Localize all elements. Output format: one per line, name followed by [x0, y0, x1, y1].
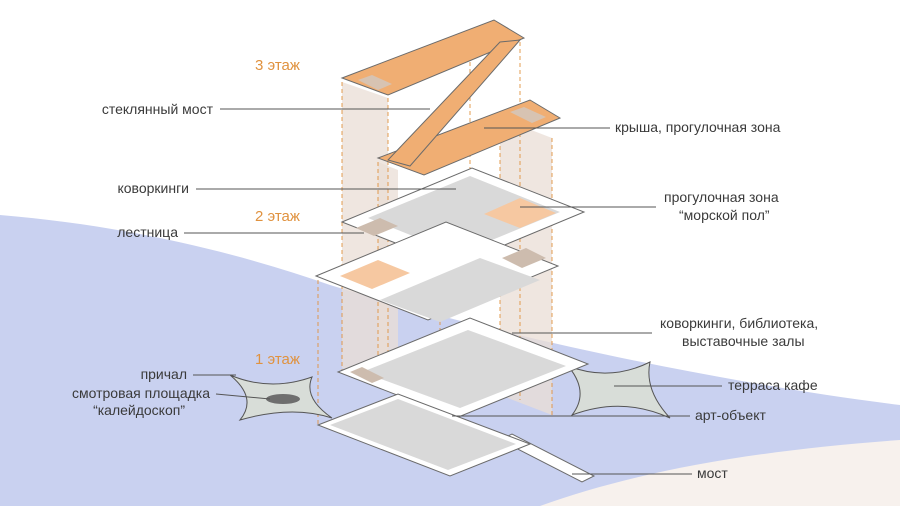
label-promenade-1: прогулочная зона [664, 189, 779, 205]
floor2-promenade [484, 198, 556, 228]
viewpoint-marker [266, 394, 300, 404]
floor2-zone-lower [380, 258, 540, 322]
floor1-label: 1 этаж [255, 351, 300, 368]
floor2-peach-zone [340, 260, 410, 289]
label-pier: причал [141, 366, 187, 382]
roof-glass-panel-top [358, 75, 392, 90]
floor2-slab-lower [314, 221, 560, 321]
label-cafe-terrace: терраса кафе [728, 377, 818, 393]
label-coworking-lib-2: выставочные залы [682, 333, 805, 349]
label-roof: крыша, прогулочная зона [615, 119, 781, 135]
column-left-back [342, 82, 388, 385]
floor1-stairs [350, 367, 384, 383]
floor2-stairs-lower [502, 248, 546, 268]
label-coworking-lib-1: коворкинги, библиотека, [660, 315, 818, 331]
label-viewpoint-2: “калейдоскоп” [93, 402, 185, 418]
label-viewpoint-1: смотровая площадка [72, 385, 210, 401]
label-stairs: лестница [117, 224, 178, 240]
label-coworking: коворкинги [117, 180, 189, 196]
leader-viewpoint [215, 393, 271, 400]
glass-bridge-ramp [387, 39, 522, 167]
label-glass-bridge: стеклянный мост [102, 101, 214, 117]
label-bridge: мост [697, 465, 728, 481]
floor3-label: 3 этаж [255, 57, 300, 74]
roof-glass-panel-bottom [510, 107, 546, 123]
floor1-zone-back [362, 330, 566, 408]
roof-bar-bottom [376, 99, 562, 176]
floor2-stairs-upper [356, 218, 398, 236]
floor2-label: 2 этаж [255, 208, 300, 225]
label-art-object: арт-объект [695, 407, 766, 423]
floor1-zone-front [330, 399, 516, 470]
label-promenade-2: “морской пол” [679, 207, 770, 223]
roof-bar-top [340, 19, 526, 96]
sand-area [540, 440, 900, 506]
terrace-right [567, 361, 671, 419]
